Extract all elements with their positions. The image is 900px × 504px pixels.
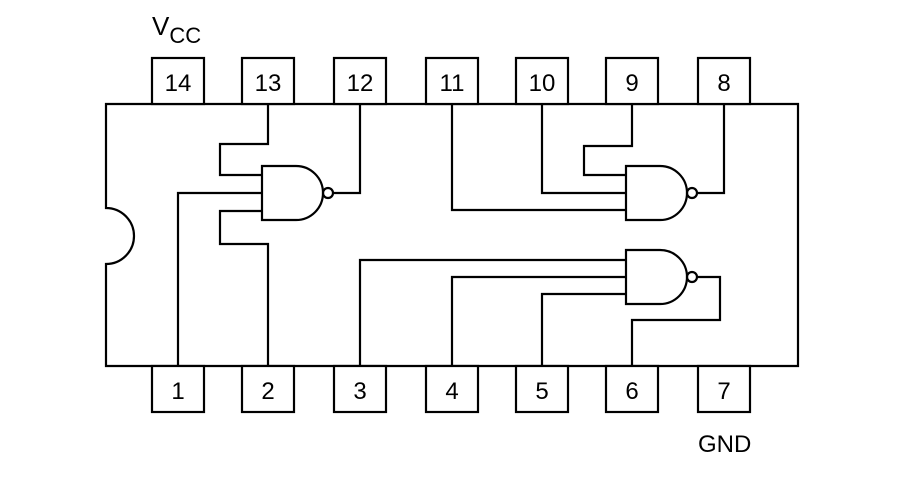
vcc-main: V bbox=[152, 11, 170, 41]
nand-gate-3 bbox=[358, 248, 722, 366]
pin-label: 2 bbox=[261, 378, 274, 405]
pin-8: 8 bbox=[696, 56, 752, 106]
gate-1-input-b-wire bbox=[218, 104, 270, 177]
gate-3-input-a-wire bbox=[358, 258, 626, 366]
gnd-label: GND bbox=[698, 431, 751, 458]
nand-gate-2 bbox=[450, 104, 726, 222]
pin-12: 12 bbox=[332, 56, 388, 106]
pin-3: 3 bbox=[332, 364, 388, 414]
pin-label: 8 bbox=[717, 70, 730, 97]
top-pin-row: 14 13 12 11 10 9 8 bbox=[150, 56, 752, 106]
gate-3-input-b-wire bbox=[450, 275, 626, 366]
gate-3-output-wire bbox=[630, 275, 722, 366]
pin-4: 4 bbox=[424, 364, 480, 414]
pin-2: 2 bbox=[240, 364, 296, 414]
pin-label: 6 bbox=[625, 378, 638, 405]
gate-2-input-b-wire bbox=[540, 104, 626, 195]
pin-9: 9 bbox=[604, 56, 660, 106]
vcc-label: VCC bbox=[152, 11, 201, 48]
pin-5: 5 bbox=[514, 364, 570, 414]
gate-1-input-a-wire bbox=[176, 191, 262, 366]
pin-label: 14 bbox=[165, 70, 192, 97]
pin-label: 4 bbox=[445, 378, 458, 405]
nand-gate-1 bbox=[176, 104, 362, 366]
gate-1-input-c-wire bbox=[218, 209, 270, 366]
bottom-pin-row: 1 2 3 4 5 6 7 bbox=[150, 364, 752, 414]
pin-14: 14 bbox=[150, 56, 206, 106]
pin-label: 7 bbox=[717, 378, 730, 405]
gate-2-input-a-wire bbox=[582, 104, 634, 177]
pin-label: 10 bbox=[529, 70, 556, 97]
gate-1-output-wire bbox=[333, 104, 362, 195]
pin-label: 13 bbox=[255, 70, 282, 97]
pin-6: 6 bbox=[604, 364, 660, 414]
pin-label: 3 bbox=[353, 378, 366, 405]
pin-label: 1 bbox=[171, 378, 184, 405]
pin-label: 5 bbox=[535, 378, 548, 405]
pin-label: 11 bbox=[440, 70, 465, 97]
vcc-subscript: CC bbox=[169, 23, 201, 48]
pin-label: 9 bbox=[625, 70, 638, 97]
gate-2-output-wire bbox=[697, 104, 726, 195]
pin-7: 7 bbox=[696, 364, 752, 414]
pin-label: 12 bbox=[347, 70, 374, 97]
pin-1: 1 bbox=[150, 364, 206, 414]
pin-13: 13 bbox=[240, 56, 296, 106]
pin-10: 10 bbox=[514, 56, 570, 106]
gate-3-input-c-wire bbox=[540, 292, 626, 366]
pin-11: 11 bbox=[424, 56, 480, 106]
gate-2-input-c-wire bbox=[450, 104, 626, 212]
